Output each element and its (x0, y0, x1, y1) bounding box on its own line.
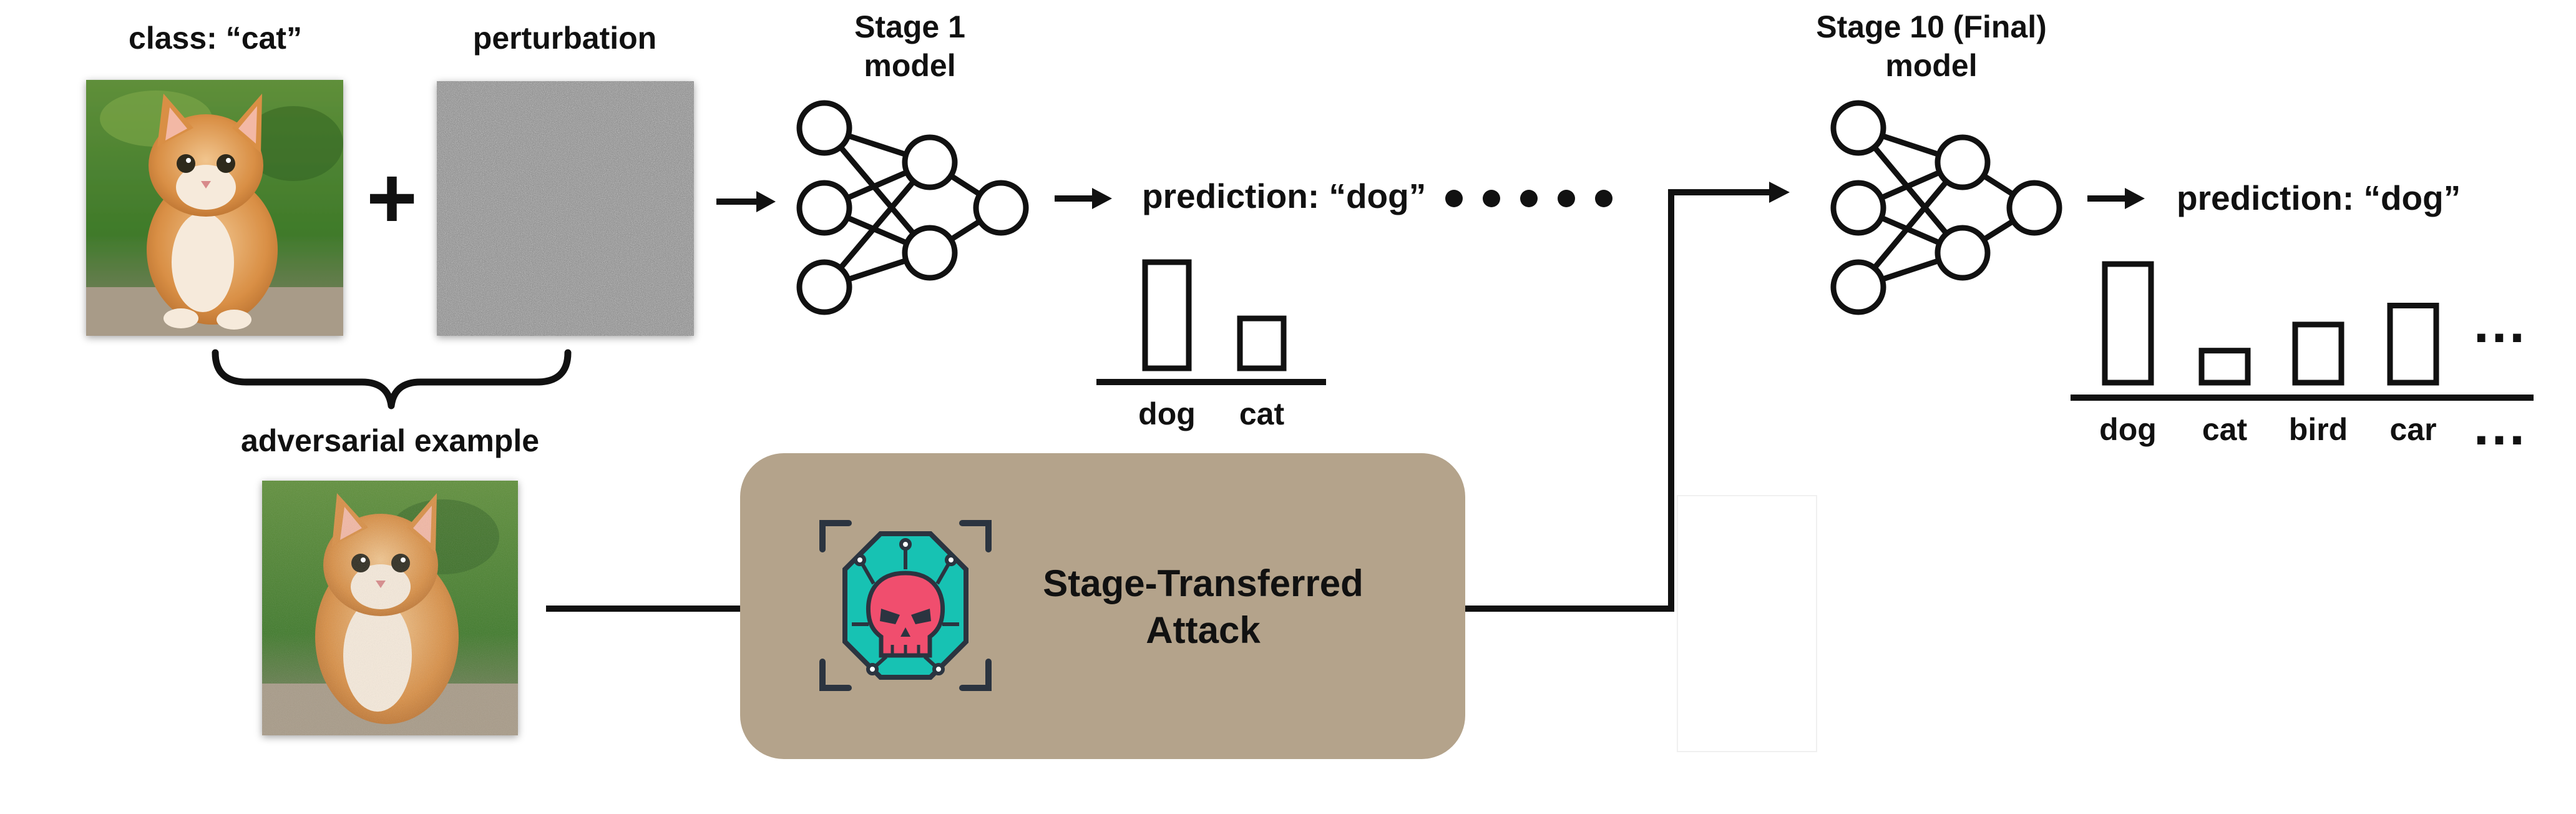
chart1-label-dog: dog (1138, 396, 1196, 431)
blank-panel (1677, 495, 1817, 752)
chart2-label-cat: cat (2202, 412, 2248, 447)
curly-brace (212, 349, 572, 409)
skull-circuit-icon (819, 520, 992, 691)
class-label: class: “cat” (129, 21, 302, 56)
stage10-title-line1: Stage 10 (Final) (1816, 9, 2047, 44)
connector-attack-to-stage10 (1465, 189, 1772, 612)
progress-dots (1445, 190, 1612, 207)
perturbation-noise-image (437, 81, 694, 336)
plus-sign: + (366, 149, 417, 247)
chart2-bar-bird (2292, 321, 2344, 386)
chart2-bar-car (2387, 303, 2439, 386)
chart1-label-cat: cat (1239, 396, 1285, 431)
stage-transferred-attack-box (740, 453, 1465, 759)
prediction1-label: prediction: “dog” (1142, 177, 1426, 215)
stage10-network-icon (1830, 100, 2062, 315)
chart1-bar-dog (1142, 259, 1192, 371)
arrow-stage10-prediction (2087, 188, 2145, 209)
chart2-label-car: car (2389, 412, 2436, 447)
stage1-network-icon (796, 100, 1029, 315)
arrow-to-stage10 (1769, 182, 1790, 203)
stage10-title-line2: model (1885, 48, 1977, 83)
stage1-prediction-chart: dog cat (1096, 259, 1326, 431)
chart1-bar-cat (1237, 315, 1287, 371)
chart2-label-bird: bird (2289, 412, 2348, 447)
chart2-bar-dog (2102, 261, 2154, 386)
stage1-title-line1: Stage 1 (854, 9, 965, 44)
adversarial-cat-image (262, 481, 518, 735)
chart2-ellipsis-top: … (2471, 292, 2527, 355)
stage10-prediction-chart: dog cat bird car (2071, 261, 2534, 447)
chart2-bar-cat (2198, 348, 2251, 386)
arrow-stage1-prediction (1055, 188, 1112, 209)
perturbation-label: perturbation (473, 21, 656, 56)
chart2-label-dog: dog (2099, 412, 2157, 447)
stage1-title-line2: model (864, 48, 955, 83)
attack-label-line2: Attack (1146, 609, 1261, 651)
chart2-ellipsis-bottom: … (2471, 395, 2527, 457)
attack-label-line1: Stage-Transferred (1043, 562, 1364, 604)
prediction2-label: prediction: “dog” (2177, 179, 2461, 217)
adversarial-example-label: adversarial example (241, 423, 539, 458)
clean-cat-image (86, 80, 343, 336)
arrow-to-stage1 (716, 191, 776, 212)
